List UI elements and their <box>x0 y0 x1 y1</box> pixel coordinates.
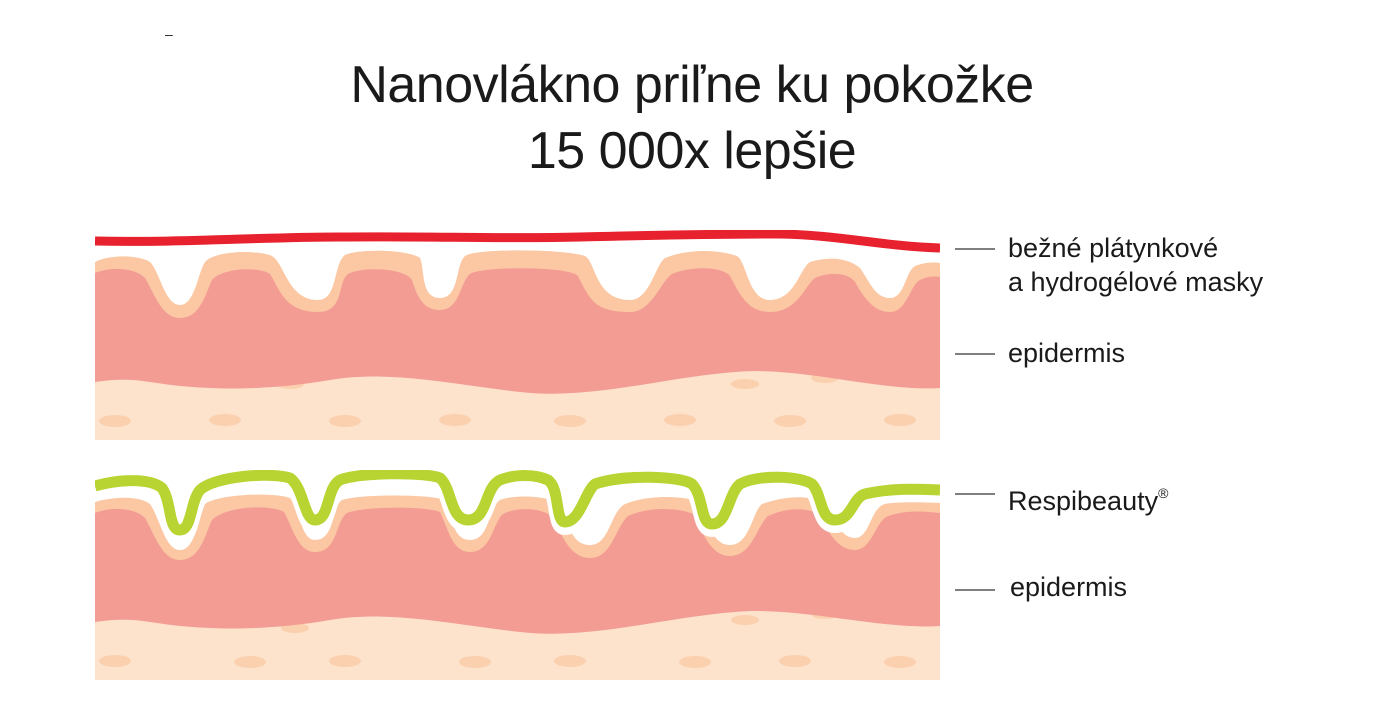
label-product: Respibeauty® <box>1008 476 1168 518</box>
registered-mark: ® <box>1158 485 1169 501</box>
label-epidermis-top: epidermis <box>1008 338 1126 368</box>
corner-mark: – <box>165 26 173 42</box>
top-mask-red <box>95 230 940 253</box>
bottom-epidermis-layer <box>95 507 940 634</box>
page-title: Nanovlákno priľne ku pokožke 15 000x lep… <box>0 52 1384 184</box>
label-mask: bežné plátynkové a hydrogélové masky <box>1008 231 1263 299</box>
bottom-mask-green <box>95 470 940 536</box>
label-mask-line-2: a hydrogélové masky <box>1008 267 1264 297</box>
bottom-skin-panel <box>95 470 940 680</box>
title-line-1: Nanovlákno priľne ku pokožke <box>350 56 1034 114</box>
label-epidermis-bottom: epidermis <box>1010 572 1128 602</box>
label-mask-line-1: bežné plátynkové <box>1008 233 1219 263</box>
label-product-name: Respibeauty <box>1008 486 1159 516</box>
title-line-2: 15 000x lepšie <box>527 122 857 180</box>
top-epidermis-layer <box>95 268 940 394</box>
top-skin-panel <box>95 230 940 440</box>
